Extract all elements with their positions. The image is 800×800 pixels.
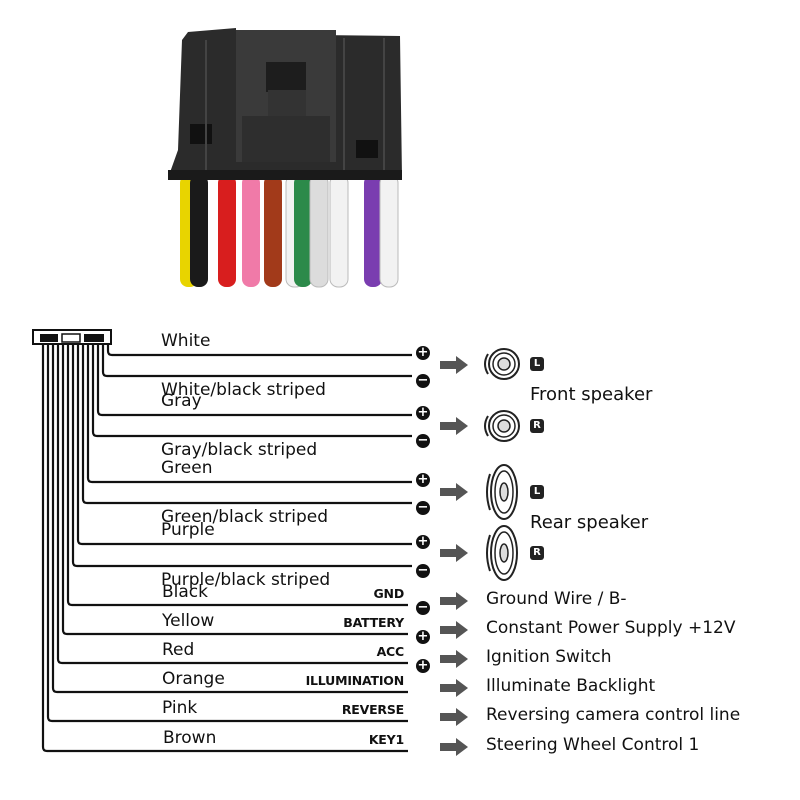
plus-icon: + xyxy=(416,629,430,644)
wire-description: Reversing camera control line xyxy=(486,705,741,725)
wire-line xyxy=(101,344,412,378)
minus-icon: − xyxy=(416,563,430,578)
wire-function-label: GND xyxy=(373,586,405,601)
wire-color-label: Purple xyxy=(161,520,215,540)
plus-icon: + xyxy=(416,534,430,549)
wire-color-label: Brown xyxy=(163,728,217,748)
wire-function-label: ACC xyxy=(376,644,405,659)
wire-line xyxy=(81,344,412,505)
wire-line xyxy=(96,344,412,417)
wire-function-label: BATTERY xyxy=(343,615,404,630)
wire-color-label: Purple/black striped xyxy=(161,570,331,590)
channel-badge-icon: R xyxy=(530,546,544,560)
speakers xyxy=(484,348,520,581)
arrow-icon xyxy=(440,483,468,501)
wire-color-label: White xyxy=(161,331,211,351)
wire-color-label: Green xyxy=(161,458,213,478)
channel-badge-icon: L xyxy=(530,357,544,371)
connector-photo xyxy=(168,28,402,288)
wire-line xyxy=(91,344,412,438)
wire-function-label: REVERSE xyxy=(341,702,404,717)
oval-speaker-icon xyxy=(486,464,518,520)
wire-color-label: Pink xyxy=(162,698,198,718)
wire-description: Ground Wire / B- xyxy=(486,589,627,609)
wire-color-label: Gray/black striped xyxy=(161,440,318,460)
wire-6 xyxy=(294,175,312,287)
wire-1 xyxy=(190,175,208,287)
wire-function-label: KEY1 xyxy=(368,732,404,747)
wire-color-label: Orange xyxy=(162,669,225,689)
wire-color-label: Red xyxy=(162,640,195,660)
wire-function-label: ILLUMINATION xyxy=(305,673,405,688)
arrow-icon xyxy=(440,738,468,756)
plus-icon: + xyxy=(416,345,430,360)
front-speaker-label: Front speaker xyxy=(530,384,653,405)
wire-description: Ignition Switch xyxy=(486,647,612,667)
arrow-icon xyxy=(440,708,468,726)
wire-color-label: Black xyxy=(162,582,208,602)
wire-line xyxy=(46,344,408,723)
plus-icon: + xyxy=(416,405,430,420)
wire-line xyxy=(66,344,408,607)
wire-description: Steering Wheel Control 1 xyxy=(486,735,700,755)
plus-icon: + xyxy=(416,658,430,673)
wire-lines xyxy=(41,344,412,753)
wire-color-label: White/black striped xyxy=(161,380,326,400)
oval-speaker-icon xyxy=(486,525,518,581)
round-speaker-icon xyxy=(484,410,520,442)
arrows xyxy=(440,356,468,756)
wire-line xyxy=(86,344,412,484)
arrow-icon xyxy=(440,592,468,610)
wire-line xyxy=(41,344,408,753)
wire-4 xyxy=(264,175,282,287)
minus-icon: − xyxy=(416,373,430,388)
wire-line xyxy=(51,344,408,694)
connector-block-icon xyxy=(32,329,112,345)
minus-icon: − xyxy=(416,600,430,615)
minus-icon: − xyxy=(416,500,430,515)
wire-description: Constant Power Supply +12V xyxy=(486,618,736,638)
arrow-icon xyxy=(440,679,468,697)
wire-color-label: Gray xyxy=(161,391,202,411)
wire-2 xyxy=(218,175,236,287)
arrow-icon xyxy=(440,621,468,639)
round-speaker-icon xyxy=(484,348,520,380)
wire-color-label: Green/black striped xyxy=(161,507,329,527)
wire-line xyxy=(71,344,412,568)
arrow-icon xyxy=(440,650,468,668)
wire-line xyxy=(106,344,412,357)
wire-line xyxy=(76,344,412,546)
channel-badge-icon: L xyxy=(530,485,544,499)
wire-color-label: Yellow xyxy=(162,611,215,631)
plus-icon: + xyxy=(416,472,430,487)
wire-3 xyxy=(242,175,260,287)
arrow-icon xyxy=(440,417,468,435)
wire-line xyxy=(56,344,408,665)
wire-description: Illuminate Backlight xyxy=(486,676,656,696)
arrow-icon xyxy=(440,356,468,374)
wire-line xyxy=(61,344,408,636)
rear-speaker-label: Rear speaker xyxy=(530,512,649,533)
harness-wires xyxy=(180,174,399,288)
wire-9 xyxy=(364,175,382,287)
arrow-icon xyxy=(440,544,468,562)
channel-badge-icon: R xyxy=(530,419,544,433)
minus-icon: − xyxy=(416,433,430,448)
connector-housing-icon xyxy=(168,28,402,180)
